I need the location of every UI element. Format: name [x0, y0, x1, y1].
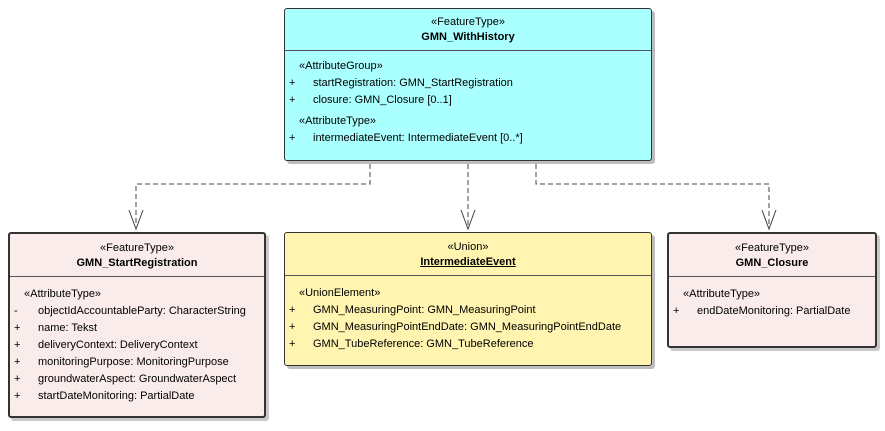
visibility-marker: + [289, 77, 296, 89]
class-name: GMN_WithHistory [421, 31, 515, 43]
attribute-row[interactable]: + intermediateEvent: IntermediateEvent [… [285, 130, 651, 147]
attribute-row[interactable]: + deliveryContext: DeliveryContext [10, 337, 264, 354]
visibility-marker: + [14, 373, 21, 385]
class-gmn-start-registration[interactable]: «FeatureType» GMN_StartRegistration «Att… [8, 232, 266, 418]
attribute-row[interactable]: + GMN_MeasuringPoint: GMN_MeasuringPoint [285, 302, 651, 319]
attribute-text: startDateMonitoring: PartialDate [38, 390, 195, 402]
attribute-row[interactable]: + GMN_MeasuringPointEndDate: GMN_Measuri… [285, 319, 651, 336]
class-header: «FeatureType» GMN_WithHistory [285, 9, 651, 50]
dependency-to-start-registration [135, 164, 371, 226]
attribute-row[interactable]: + closure: GMN_Closure [0..1] [285, 92, 651, 109]
class-header: «FeatureType» GMN_Closure [669, 234, 875, 276]
attribute-text: GMN_TubeReference: GMN_TubeReference [313, 338, 534, 350]
class-gmn-closure[interactable]: «FeatureType» GMN_Closure «AttributeType… [667, 232, 877, 348]
dependency-to-closure [535, 164, 770, 226]
arrowhead-start-registration [128, 209, 144, 231]
attribute-compartment: «AttributeType» + endDateMonitoring: Par… [669, 277, 875, 320]
attribute-row[interactable]: + name: Tekst [10, 320, 264, 337]
stereotype-label: «FeatureType» [100, 242, 174, 254]
attribute-row[interactable]: + groundwaterAspect: GroundwaterAspect [10, 371, 264, 388]
attribute-compartment: «AttributeGroup» + startRegistration: GM… [285, 51, 651, 147]
attribute-text: name: Tekst [38, 322, 98, 334]
compartment-divider [10, 276, 264, 277]
visibility-marker: + [14, 322, 21, 334]
visibility-marker: + [14, 356, 21, 368]
attribute-row[interactable]: - objectIdAccountableParty: CharacterStr… [10, 303, 264, 320]
attribute-row[interactable]: + startRegistration: GMN_StartRegistrati… [285, 75, 651, 92]
arrowhead-intermediate-event [460, 209, 476, 231]
visibility-marker: + [289, 94, 296, 106]
attribute-row[interactable]: + endDateMonitoring: PartialDate [669, 303, 875, 320]
attribute-text: closure: GMN_Closure [0..1] [313, 94, 452, 106]
class-intermediate-event[interactable]: «Union» IntermediateEvent «UnionElement»… [284, 232, 652, 366]
attribute-text: endDateMonitoring: PartialDate [697, 305, 851, 317]
visibility-marker: + [14, 390, 21, 402]
attribute-text: groundwaterAspect: GroundwaterAspect [38, 373, 237, 385]
group-label: «AttributeType» [683, 288, 761, 300]
visibility-marker: + [673, 305, 680, 317]
stereotype-label: «FeatureType» [735, 242, 809, 254]
compartment-divider [285, 275, 651, 276]
arrowhead-closure [761, 209, 777, 231]
class-header: «Union» IntermediateEvent [285, 233, 651, 275]
visibility-marker: + [289, 338, 296, 350]
visibility-marker: + [289, 321, 296, 333]
attribute-text: GMN_MeasuringPointEndDate: GMN_Measuring… [313, 321, 622, 333]
attribute-compartment: «AttributeType» - objectIdAccountablePar… [10, 277, 264, 405]
attribute-text: deliveryContext: DeliveryContext [38, 339, 198, 351]
visibility-marker: + [289, 304, 296, 316]
class-name: IntermediateEvent [420, 256, 516, 268]
attribute-text: monitoringPurpose: MonitoringPurpose [38, 356, 229, 368]
visibility-marker: + [14, 339, 21, 351]
visibility-marker: + [289, 132, 296, 144]
attribute-row[interactable]: + startDateMonitoring: PartialDate [10, 388, 264, 405]
attribute-text: GMN_MeasuringPoint: GMN_MeasuringPoint [313, 304, 536, 316]
class-name: GMN_StartRegistration [76, 257, 198, 269]
stereotype-label: «FeatureType» [431, 16, 505, 28]
group-label: «AttributeGroup» [299, 60, 383, 72]
attribute-row[interactable]: + monitoringPurpose: MonitoringPurpose [10, 354, 264, 371]
attribute-text: objectIdAccountableParty: CharacterStrin… [38, 305, 246, 317]
class-name: GMN_Closure [735, 257, 809, 269]
group-label: «AttributeType» [24, 288, 102, 300]
class-header: «FeatureType» GMN_StartRegistration [10, 234, 264, 276]
compartment-divider [669, 276, 875, 277]
compartment-divider [285, 50, 651, 51]
group-label: «AttributeType» [299, 115, 377, 127]
attribute-text: startRegistration: GMN_StartRegistration [313, 77, 513, 89]
attribute-text: intermediateEvent: IntermediateEvent [0.… [313, 132, 523, 144]
attribute-row[interactable]: + GMN_TubeReference: GMN_TubeReference [285, 336, 651, 353]
attribute-compartment: «UnionElement» + GMN_MeasuringPoint: GMN… [285, 276, 651, 353]
class-gmn-with-history[interactable]: «FeatureType» GMN_WithHistory «Attribute… [284, 8, 652, 161]
group-label: «UnionElement» [299, 287, 381, 299]
stereotype-label: «Union» [447, 241, 489, 253]
visibility-marker: - [14, 305, 18, 317]
